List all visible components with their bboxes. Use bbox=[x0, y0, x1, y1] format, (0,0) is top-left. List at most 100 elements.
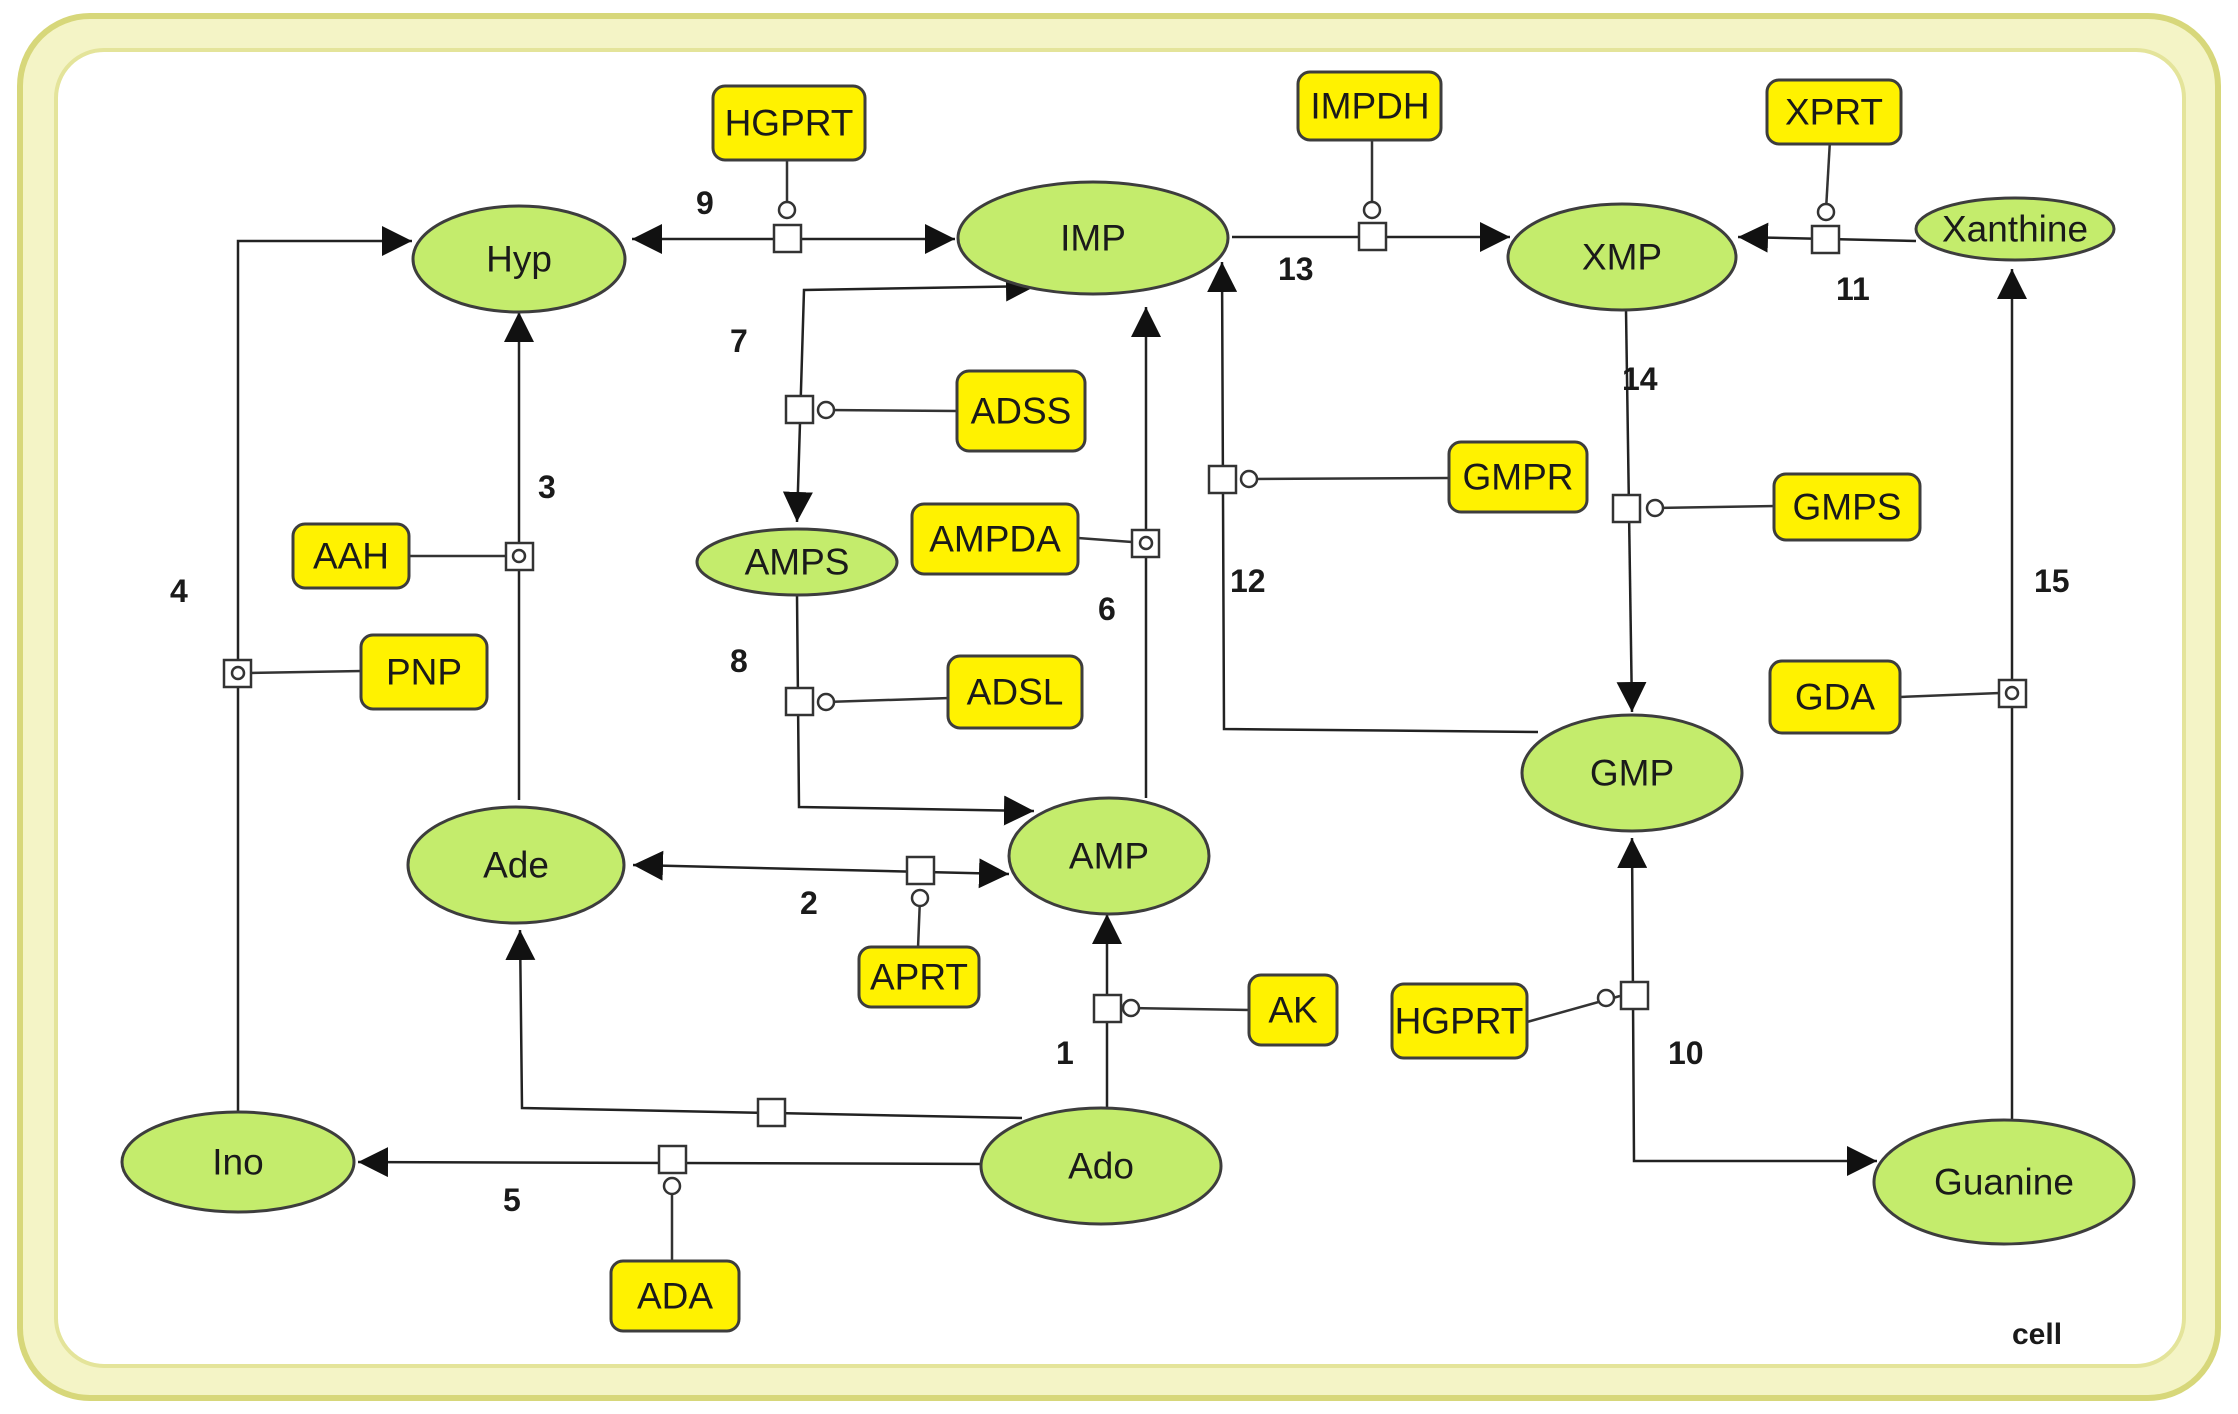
reaction-number-6: 6 bbox=[1098, 591, 1116, 627]
edge-ade-amp bbox=[632, 850, 1010, 889]
metabolite-amps[interactable]: AMPS bbox=[695, 527, 899, 597]
enzyme-hgprt-bottom-label: HGPRT bbox=[1395, 1001, 1524, 1042]
metabolite-gmp-label: GMP bbox=[1590, 753, 1674, 794]
enzyme-adss[interactable]: ADSS bbox=[955, 369, 1087, 453]
reaction-number-7: 7 bbox=[730, 323, 748, 359]
reaction-number-15: 15 bbox=[2034, 563, 2070, 599]
enzyme-aprt-label: APRT bbox=[870, 957, 968, 998]
enzyme-pnp[interactable]: PNP bbox=[359, 633, 489, 711]
metabolite-xanthine[interactable]: Xanthine bbox=[1914, 196, 2116, 262]
reaction-number-1: 1 bbox=[1056, 1035, 1074, 1071]
enzyme-gmps-label: GMPS bbox=[1793, 487, 1902, 528]
metabolite-hyp-label: Hyp bbox=[486, 239, 552, 280]
enzyme-gda-label: GDA bbox=[1795, 677, 1876, 718]
metabolite-ino[interactable]: Ino bbox=[120, 1110, 356, 1214]
enzyme-ada-label: ADA bbox=[637, 1276, 713, 1317]
reaction-number-9: 9 bbox=[696, 185, 714, 221]
modifier-circle-gmpr bbox=[1239, 469, 1259, 489]
metabolite-hyp[interactable]: Hyp bbox=[411, 204, 627, 314]
enzyme-hgprt-top-label: HGPRT bbox=[725, 103, 854, 144]
edge-ino-hyp bbox=[236, 226, 412, 1138]
reaction-number-10: 10 bbox=[1668, 1035, 1704, 1071]
modifier-pnp bbox=[249, 669, 363, 675]
enzyme-gmpr[interactable]: GMPR bbox=[1447, 440, 1589, 514]
enzyme-ampda-label: AMPDA bbox=[929, 519, 1061, 560]
enzyme-hgprt-bottom[interactable]: HGPRT bbox=[1390, 982, 1529, 1060]
reaction-number-14: 14 bbox=[1622, 361, 1658, 397]
modifier-gmpr bbox=[1248, 476, 1451, 481]
modifier-circle-aah bbox=[511, 548, 527, 564]
enzymes: HGPRT IMPDH XPRT ADSS GMPR AAH AMPDA GM bbox=[291, 70, 1922, 1333]
reaction-number-3: 3 bbox=[538, 469, 556, 505]
process-node-r12 bbox=[1207, 464, 1238, 495]
modifier-circle-hgprt-top bbox=[777, 200, 797, 220]
enzyme-ampda[interactable]: AMPDA bbox=[910, 502, 1080, 576]
enzyme-gmps[interactable]: GMPS bbox=[1772, 472, 1922, 542]
edge-gmp-guanine bbox=[1617, 837, 1877, 1176]
process-node-r4 bbox=[222, 658, 253, 689]
edge-ado-ade bbox=[505, 929, 1023, 1120]
modifier-gmps bbox=[1654, 504, 1777, 510]
modifier-circle-adss bbox=[816, 400, 836, 420]
metabolite-xanthine-label: Xanthine bbox=[1942, 209, 2088, 250]
enzyme-aah-label: AAH bbox=[313, 536, 389, 577]
reaction-number-2: 2 bbox=[800, 885, 818, 921]
enzyme-impdh-label: IMPDH bbox=[1310, 86, 1429, 127]
modifier-ampda bbox=[1077, 536, 1133, 544]
modifier-xprt bbox=[1824, 139, 1832, 211]
process-node-r7 bbox=[784, 394, 815, 425]
modifier-ak bbox=[1130, 1006, 1251, 1012]
metabolite-guanine-label: Guanine bbox=[1934, 1162, 2074, 1203]
metabolite-imp[interactable]: IMP bbox=[956, 180, 1230, 296]
enzyme-adsl-label: ADSL bbox=[967, 672, 1064, 713]
edge-amps-amp bbox=[795, 594, 1035, 826]
reaction-number-13: 13 bbox=[1278, 251, 1314, 287]
modifier-circle-ak bbox=[1121, 998, 1141, 1018]
process-node-r11 bbox=[1810, 224, 1841, 255]
metabolite-imp-label: IMP bbox=[1060, 218, 1126, 259]
metabolite-ado[interactable]: Ado bbox=[979, 1106, 1223, 1226]
modifier-adss bbox=[825, 408, 959, 413]
metabolite-gmp[interactable]: GMP bbox=[1520, 713, 1744, 833]
enzyme-gmpr-label: GMPR bbox=[1463, 457, 1574, 498]
modifier-gda bbox=[1899, 691, 2001, 699]
enzyme-adss-label: ADSS bbox=[971, 391, 1072, 432]
enzyme-aah[interactable]: AAH bbox=[291, 522, 411, 590]
process-node-r14 bbox=[1611, 493, 1642, 524]
enzyme-impdh[interactable]: IMPDH bbox=[1296, 70, 1443, 142]
enzyme-gda[interactable]: GDA bbox=[1768, 659, 1902, 735]
metabolite-amps-label: AMPS bbox=[745, 542, 850, 583]
enzyme-adsl[interactable]: ADSL bbox=[946, 654, 1084, 730]
metabolite-amp[interactable]: AMP bbox=[1007, 796, 1211, 916]
enzyme-hgprt-top[interactable]: HGPRT bbox=[711, 84, 867, 162]
process-node-r8 bbox=[784, 686, 815, 717]
modifier-circle-gmps bbox=[1645, 498, 1665, 518]
metabolites: Hyp IMP XMP Xanthine AMPS Ade AMP GMP bbox=[120, 180, 2136, 1246]
reaction-numbers: 9 13 11 7 14 3 4 12 15 6 8 2 1 10 5 bbox=[170, 185, 2070, 1218]
enzyme-ak[interactable]: AK bbox=[1247, 973, 1339, 1047]
modifier-circle-aprt bbox=[910, 888, 930, 908]
metabolite-ade[interactable]: Ade bbox=[406, 805, 626, 925]
enzyme-ada[interactable]: ADA bbox=[609, 1259, 741, 1333]
reaction-number-5: 5 bbox=[503, 1182, 521, 1218]
metabolite-xmp[interactable]: XMP bbox=[1506, 202, 1738, 312]
modifier-circle-adsl bbox=[816, 692, 836, 712]
enzyme-xprt[interactable]: XPRT bbox=[1765, 78, 1903, 146]
modifier-circle-ada bbox=[662, 1176, 682, 1196]
process-node-ado-ade bbox=[756, 1097, 787, 1128]
reaction-number-11: 11 bbox=[1836, 271, 1870, 307]
modifier-circle-gda bbox=[2004, 685, 2020, 701]
process-node-r9 bbox=[772, 223, 803, 254]
enzyme-pnp-label: PNP bbox=[386, 652, 462, 693]
metabolite-ado-label: Ado bbox=[1068, 1146, 1134, 1187]
enzyme-aprt[interactable]: APRT bbox=[857, 945, 981, 1009]
process-node-r6 bbox=[1130, 528, 1161, 559]
reaction-number-8: 8 bbox=[730, 643, 748, 679]
metabolite-guanine[interactable]: Guanine bbox=[1872, 1118, 2136, 1246]
process-node-r5 bbox=[657, 1144, 688, 1175]
compartment-label: cell bbox=[2012, 1318, 2062, 1351]
modifier-adsl bbox=[825, 696, 951, 704]
modifier-circle-pnp bbox=[230, 665, 246, 681]
process-node-r1 bbox=[1092, 993, 1123, 1024]
